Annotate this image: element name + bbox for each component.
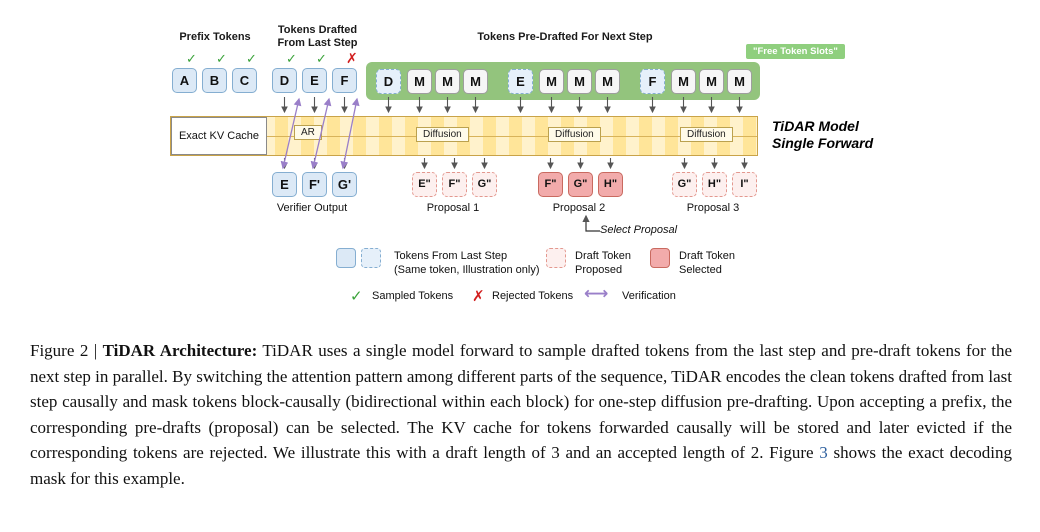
check-icon: ✓ (286, 52, 297, 67)
figure-title: TiDAR Architecture: (102, 341, 258, 360)
mask-token: M (727, 69, 752, 94)
select-proposal-label: Select Proposal (600, 224, 678, 236)
legend-proposed-text: Draft Token Proposed (575, 250, 631, 277)
drafted-token: F (332, 68, 357, 93)
mask-token: M (595, 69, 620, 94)
prefix-token: A (172, 68, 197, 93)
tokens-drafted-header: Tokens Drafted From Last Step (260, 24, 375, 50)
prefix-tokens-header: Prefix Tokens (179, 31, 251, 43)
figure-number: Figure 2 (30, 341, 89, 360)
legend-last-step-text: Tokens From Last Step (Same token, Illus… (394, 250, 540, 277)
verifier-output-label: Verifier Output (276, 202, 348, 214)
legend-last-step-line1: Tokens From Last Step (394, 250, 508, 262)
selected-proposal-token: F" (538, 172, 563, 197)
model-name-line1: TiDAR Model (772, 118, 859, 134)
caption-body-end: shows the exact decoding mask for this e… (30, 443, 1013, 488)
selected-proposal-token: H" (598, 172, 623, 197)
tokens-drafted-line1: Tokens Drafted (277, 24, 358, 36)
legend-sampled-label: Sampled Tokens (372, 290, 454, 302)
proposal-1-label: Proposal 1 (426, 202, 480, 214)
selected-proposal-token: G" (568, 172, 593, 197)
block-lead-token: E (508, 69, 533, 94)
mask-token: M (567, 69, 592, 94)
proposal-token: H" (702, 172, 727, 197)
check-icon: ✓ (216, 52, 227, 67)
check-icon: ✓ (186, 52, 197, 67)
diffusion-section-label: Diffusion (680, 127, 733, 142)
tidar-architecture-diagram: Prefix Tokens Tokens Drafted From Last S… (170, 24, 873, 305)
predrafted-tokens-header: Tokens Pre-Drafted For Next Step (477, 31, 653, 43)
mask-token: M (671, 69, 696, 94)
legend-proposed-line2: Proposed (575, 263, 623, 276)
free-token-slots-badge: "Free Token Slots" (746, 44, 845, 59)
legend-selected-line2: Selected (679, 263, 722, 276)
legend-blue-solid-swatch (336, 248, 356, 268)
prefix-token: C (232, 68, 257, 93)
cross-icon: ✗ (346, 51, 358, 67)
model-name-line2: Single Forward (772, 135, 874, 151)
proposal-token: G" (472, 172, 497, 197)
block-lead-token: D (376, 69, 401, 94)
legend-proposed-line1: Draft Token (575, 250, 632, 262)
legend-rejected-label: Rejected Tokens (492, 290, 574, 302)
check-icon: ✓ (350, 287, 363, 305)
legend-selected-line1: Draft Token (679, 250, 736, 262)
arrows-overlay (280, 97, 748, 232)
tokens-drafted-line2: From Last Step (277, 37, 358, 49)
proposal-3-label: Proposal 3 (686, 202, 740, 214)
model-name: TiDAR Model Single Forward (772, 118, 873, 152)
ar-section-label: AR (294, 125, 322, 140)
proposal-token: I" (732, 172, 757, 197)
mask-token: M (699, 69, 724, 94)
proposal-token: G" (672, 172, 697, 197)
diffusion-section-label: Diffusion (548, 127, 601, 142)
proposal-token: E" (412, 172, 437, 197)
prefix-token: B (202, 68, 227, 93)
figure-3-link[interactable]: 3 (819, 443, 828, 462)
verifier-token: G' (332, 172, 357, 197)
block-lead-token: F (640, 69, 665, 94)
legend-selected-text: Draft Token Selected (679, 250, 735, 277)
verifier-token: F' (302, 172, 327, 197)
verification-arrow-icon: ⟷ (584, 284, 609, 304)
cross-icon: ✗ (472, 287, 485, 305)
legend-blue-dashed-swatch (361, 248, 381, 268)
check-icon: ✓ (316, 52, 327, 67)
legend-pink-dashed-swatch (546, 248, 566, 268)
mask-token: M (435, 69, 460, 94)
legend-pink-solid-swatch (650, 248, 670, 268)
proposal-token: F" (442, 172, 467, 197)
mask-token: M (463, 69, 488, 94)
drafted-token: D (272, 68, 297, 93)
mask-token: M (539, 69, 564, 94)
kv-cache-box: Exact KV Cache (171, 117, 267, 155)
diffusion-section-label: Diffusion (416, 127, 469, 142)
check-icon: ✓ (246, 52, 257, 67)
caption-separator: | (93, 341, 98, 360)
drafted-token: E (302, 68, 327, 93)
verifier-token: E (272, 172, 297, 197)
legend-last-step-line2: (Same token, Illustration only) (394, 263, 540, 276)
mask-token: M (407, 69, 432, 94)
proposal-2-label: Proposal 2 (552, 202, 606, 214)
caption-body: TiDAR uses a single model forward to sam… (30, 341, 1013, 462)
figure-caption: Figure 2 | TiDAR Architecture: TiDAR use… (30, 338, 1012, 491)
legend-verification-label: Verification (622, 290, 676, 302)
